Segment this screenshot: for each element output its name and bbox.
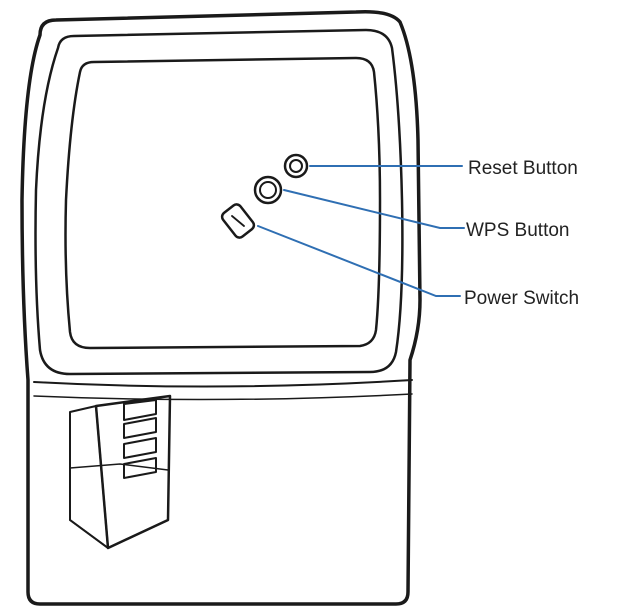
wps-button-graphic <box>253 175 283 205</box>
reset-button-graphic <box>283 153 309 179</box>
reset-button-label: Reset Button <box>468 158 578 179</box>
power-switch-graphic <box>220 203 256 239</box>
device-body <box>20 9 422 606</box>
vent-panel <box>69 394 172 550</box>
power-switch-label: Power Switch <box>464 288 579 309</box>
power-leader-line <box>257 225 461 297</box>
leader-lines <box>257 165 465 297</box>
wps-leader-line <box>283 189 465 229</box>
vent-slats <box>123 399 157 479</box>
wps-button-label: WPS Button <box>466 220 570 241</box>
